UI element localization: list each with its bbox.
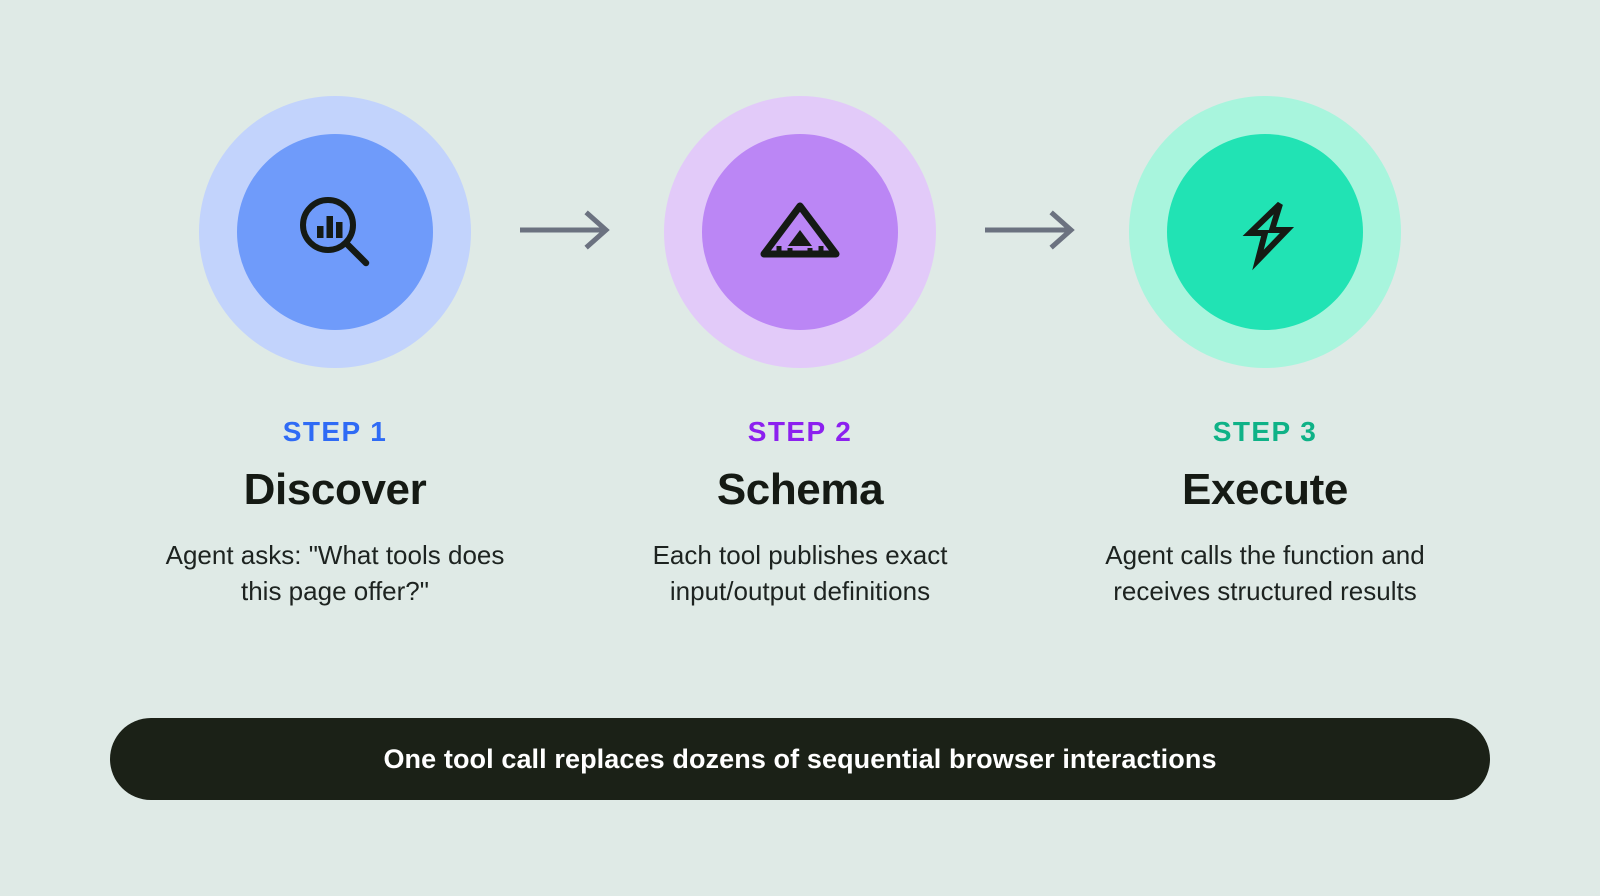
magnifying-glass-bar-chart-icon — [287, 184, 383, 280]
step-2-description: Each tool publishes exact input/output d… — [652, 540, 948, 606]
step-2-title: Schema — [716, 465, 884, 514]
step-3-disc — [1167, 134, 1363, 330]
step-1-title: Discover — [243, 465, 427, 514]
step-3-description: Agent calls the function and receives st… — [1105, 540, 1425, 606]
summary-banner-text: One tool call replaces dozens of sequent… — [383, 743, 1217, 774]
connector-1 — [508, 96, 628, 368]
summary-banner: One tool call replaces dozens of sequent… — [110, 718, 1490, 800]
step-2-label: STEP 2 — [747, 416, 853, 447]
triangle-ruler-icon — [752, 184, 848, 280]
step-discover: STEP 1 Discover Agent asks: "What tools … — [163, 96, 508, 610]
step-1-label: STEP 1 — [282, 416, 388, 447]
step-2-disc — [702, 134, 898, 330]
step-schema: STEP 2 Schema Each tool publishes exact … — [628, 96, 973, 610]
lightning-bolt-icon — [1217, 184, 1313, 280]
step-execute: STEP 3 Execute Agent calls the function … — [1093, 96, 1438, 610]
step-2-halo — [664, 96, 936, 368]
arrow-right-icon — [983, 209, 1083, 255]
connector-2 — [973, 96, 1093, 368]
steps-row: STEP 1 Discover Agent asks: "What tools … — [0, 96, 1600, 610]
arrow-right-icon — [518, 209, 618, 255]
step-3-title: Execute — [1182, 465, 1348, 514]
step-3-label: STEP 3 — [1212, 416, 1318, 447]
step-1-description: Agent asks: "What tools does this page o… — [165, 540, 505, 606]
step-3-halo — [1129, 96, 1401, 368]
step-1-halo — [199, 96, 471, 368]
step-1-disc — [237, 134, 433, 330]
